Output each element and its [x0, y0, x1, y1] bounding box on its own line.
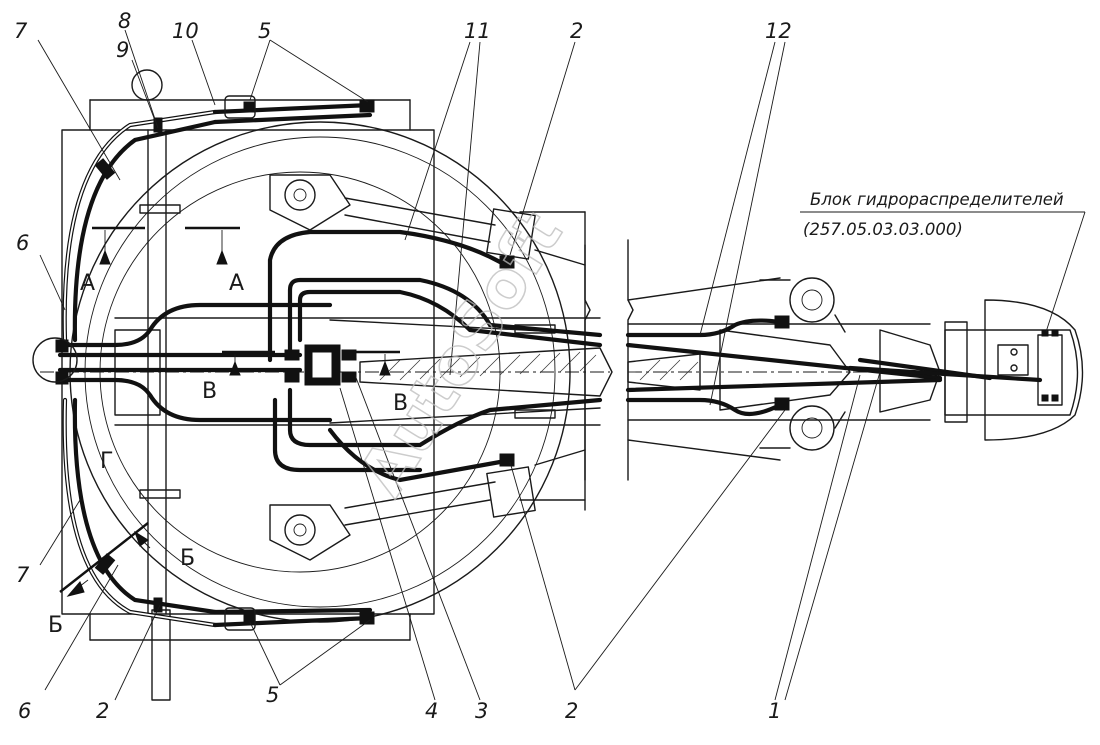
- callout-7-top: 7: [14, 19, 28, 43]
- callout-5-top: 5: [258, 19, 271, 43]
- callout-3: 3: [475, 699, 488, 723]
- callout-5-bottom: 5: [266, 683, 279, 707]
- section-v-right: В: [393, 391, 408, 416]
- callout-10: 10: [172, 19, 199, 43]
- callout-2-bottom: 2: [565, 699, 578, 723]
- section-a-left: А: [80, 271, 95, 296]
- section-b-lower: Б: [48, 613, 63, 638]
- callout-11: 11: [464, 19, 491, 43]
- callout-6-left: 6: [16, 231, 29, 255]
- break-lines: [584, 239, 634, 481]
- block-caption: Блок гидрораспределителей (257.05.03.03.…: [803, 190, 1064, 239]
- section-g: Г: [100, 449, 113, 474]
- section-marks: [59, 226, 400, 597]
- callout-4: 4: [425, 699, 438, 723]
- callout-12: 12: [765, 19, 792, 43]
- section-v-left: В: [202, 379, 217, 404]
- callout-6-bottom: 6: [18, 699, 31, 723]
- section-a-right: А: [229, 271, 244, 296]
- central-fittings: [32, 117, 790, 613]
- hoses: [57, 95, 1043, 631]
- boom-cylinders: [269, 174, 586, 561]
- leader-lines: [37, 29, 1086, 701]
- block-caption-code: (257.05.03.03.000): [803, 220, 963, 239]
- callout-2-bottom-left: 2: [96, 699, 109, 723]
- callout-1: 1: [768, 699, 781, 723]
- callout-2-top: 2: [570, 19, 583, 43]
- callout-9: 9: [116, 38, 129, 62]
- boom-left: [40, 317, 613, 426]
- callout-8: 8: [118, 9, 131, 33]
- callout-numbers: 7 8 9 10 5 11 2 12 6 7 6 2 5 4 3 2 1: [14, 9, 792, 723]
- section-b-upper: Б: [180, 546, 195, 571]
- callout-7-bottom: 7: [16, 563, 30, 587]
- block-caption-name: Блок гидрораспределителей: [810, 190, 1064, 209]
- section-letters: А А В В Г Б Б: [48, 271, 408, 638]
- distributor-block: [944, 299, 1084, 441]
